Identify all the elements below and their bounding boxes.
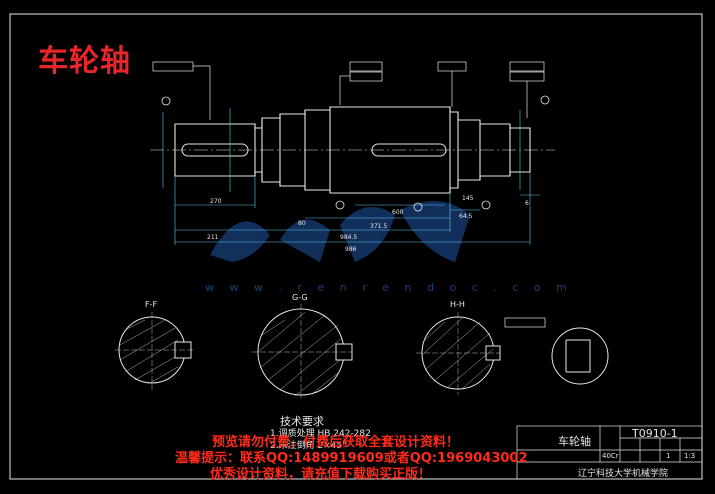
- title-block-drawing-no: T0910-1: [632, 427, 678, 440]
- dim-270: 270: [210, 198, 222, 205]
- drawing-frame: [9, 13, 703, 480]
- dim-600: 600: [392, 209, 404, 216]
- section-gg: [252, 304, 353, 400]
- dim-145: 145: [462, 195, 474, 202]
- section-label-hh: H-H: [450, 300, 465, 309]
- promo-line-2: 温馨提示：联系QQ:1489919609或者QQ:1969043002: [175, 451, 528, 466]
- dim-984-5: 984.5: [340, 234, 357, 241]
- keyway-left: [181, 143, 249, 157]
- dim-80: 80: [298, 220, 306, 227]
- tech-requirement-2: 2.未注倒角 2×45°: [270, 441, 347, 451]
- tech-requirements-title: 技术要求: [280, 415, 324, 428]
- dim-64-5: 64.5: [459, 213, 473, 220]
- section-hh: [416, 312, 546, 395]
- title-block-material: 40Cr: [602, 452, 619, 460]
- watermark-logo: [210, 201, 470, 262]
- watermark-url: w w w . r e n r e n d o c . c o m: [205, 281, 573, 294]
- dim-211: 211: [207, 234, 219, 241]
- dimension-lines: [162, 108, 540, 245]
- title-block-part-name: 车轮轴: [558, 435, 591, 448]
- promo-line-1: 预览请勿付费，付费后获取全套设计资料！: [212, 435, 460, 450]
- title-block-scale: 1:3: [684, 452, 696, 460]
- dim-371-5: 371.5: [370, 223, 387, 230]
- dim-6: 6: [525, 200, 529, 207]
- dim-986: 986: [345, 246, 357, 253]
- drawing-title: 车轮轴: [38, 44, 131, 79]
- title-block-school: 辽宁科技大学机械学院: [578, 469, 669, 479]
- keyway-middle: [371, 143, 447, 157]
- datum-markers: [161, 95, 550, 212]
- section-label-gg: G-G: [292, 293, 308, 302]
- promo-line-3: 优秀设计资料，请充值下载购买正版！: [210, 467, 432, 482]
- section-label-ff: F-F: [145, 300, 157, 309]
- title-block-grid: [516, 425, 703, 480]
- title-block-sheet: 1: [666, 452, 671, 460]
- section-ff: [115, 312, 195, 390]
- detail-view: [551, 327, 609, 385]
- tech-requirement-1: 1.调质处理 HB 242-282: [270, 429, 371, 439]
- tolerance-frames: [152, 61, 545, 120]
